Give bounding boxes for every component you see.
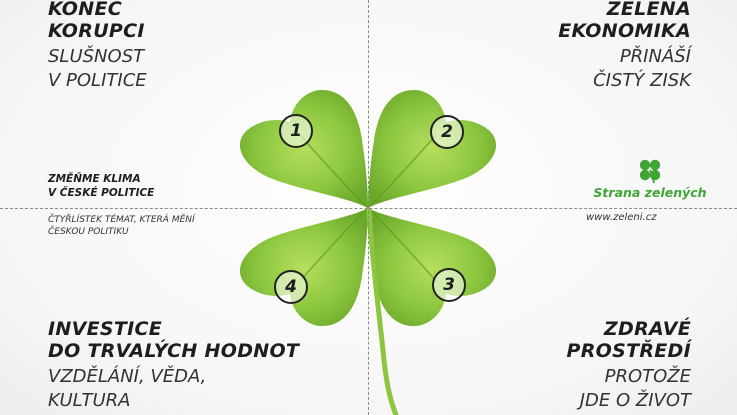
leaf-top-right [367, 90, 497, 209]
vertical-divider [368, 0, 369, 415]
quadrant-subtitle: JDE O ŽIVOT [579, 390, 691, 411]
quadrant-top-left: KONEC KORUPCI SLUŠNOST V POLITICE [48, 0, 147, 93]
slogan-line: V ČESKÉ POLITICE [48, 187, 155, 199]
quadrant-heading: ZELENÁ [606, 0, 691, 20]
quadrant-subtitle: ČISTÝ ZISK [593, 70, 691, 91]
clover-logo-icon [639, 159, 661, 184]
slogan: ZMĚŇME KLIMA V ČESKÉ POLITICE [48, 172, 154, 200]
leaf-top-left [239, 90, 369, 209]
quadrant-subtitle: PROTOŽE [604, 366, 691, 387]
quadrant-heading: PROSTŘEDÍ [566, 340, 691, 362]
quadrant-heading: ZDRAVÉ [603, 318, 691, 340]
quadrant-heading: EKONOMIKA [558, 20, 691, 42]
quadrant-heading: DO TRVALÝCH HODNOT [48, 340, 300, 362]
quadrant-bottom-right: ZDRAVÉ PROSTŘEDÍ PROTOŽE JDE O ŽIVOT [566, 318, 691, 413]
subslogan: ČTYŘLÍSTEK TÉMAT, KTERÁ MĚNÍ ČESKOU POLI… [48, 214, 195, 238]
quadrant-top-right: ZELENÁ EKONOMIKA PŘINÁŠÍ ČISTÝ ZISK [558, 0, 691, 93]
quadrant-subtitle: V POLITICE [48, 70, 147, 91]
party-url: www.zeleni.cz [586, 212, 657, 223]
quadrant-subtitle: PŘINÁŠÍ [619, 46, 691, 67]
theme-number-3: 3 [432, 268, 466, 302]
quadrant-heading: INVESTICE [48, 318, 162, 340]
party-logo: Strana zelených [560, 156, 737, 201]
theme-number-2: 2 [430, 115, 464, 149]
leaf-bottom-right [367, 207, 497, 326]
quadrant-heading: KORUPCI [48, 20, 145, 42]
subslogan-line: ČTYŘLÍSTEK TÉMAT, KTERÁ MĚNÍ [48, 215, 195, 225]
leaf-bottom-left [239, 207, 369, 326]
party-name: Strana zelených [593, 185, 707, 200]
horizontal-divider [0, 208, 737, 209]
subslogan-line: ČESKOU POLITIKU [48, 227, 129, 237]
theme-number-4: 4 [274, 270, 308, 304]
clover-stem [366, 207, 399, 415]
quadrant-heading: KONEC [48, 0, 122, 20]
slogan-line: ZMĚŇME KLIMA [48, 173, 141, 185]
quadrant-subtitle: SLUŠNOST [48, 46, 145, 67]
quadrant-subtitle: KULTURA [48, 390, 131, 411]
theme-number-1: 1 [279, 114, 313, 148]
quadrant-bottom-left: INVESTICE DO TRVALÝCH HODNOT VZDĚLÁNÍ, V… [48, 318, 299, 413]
quadrant-subtitle: VZDĚLÁNÍ, VĚDA, [48, 366, 207, 387]
